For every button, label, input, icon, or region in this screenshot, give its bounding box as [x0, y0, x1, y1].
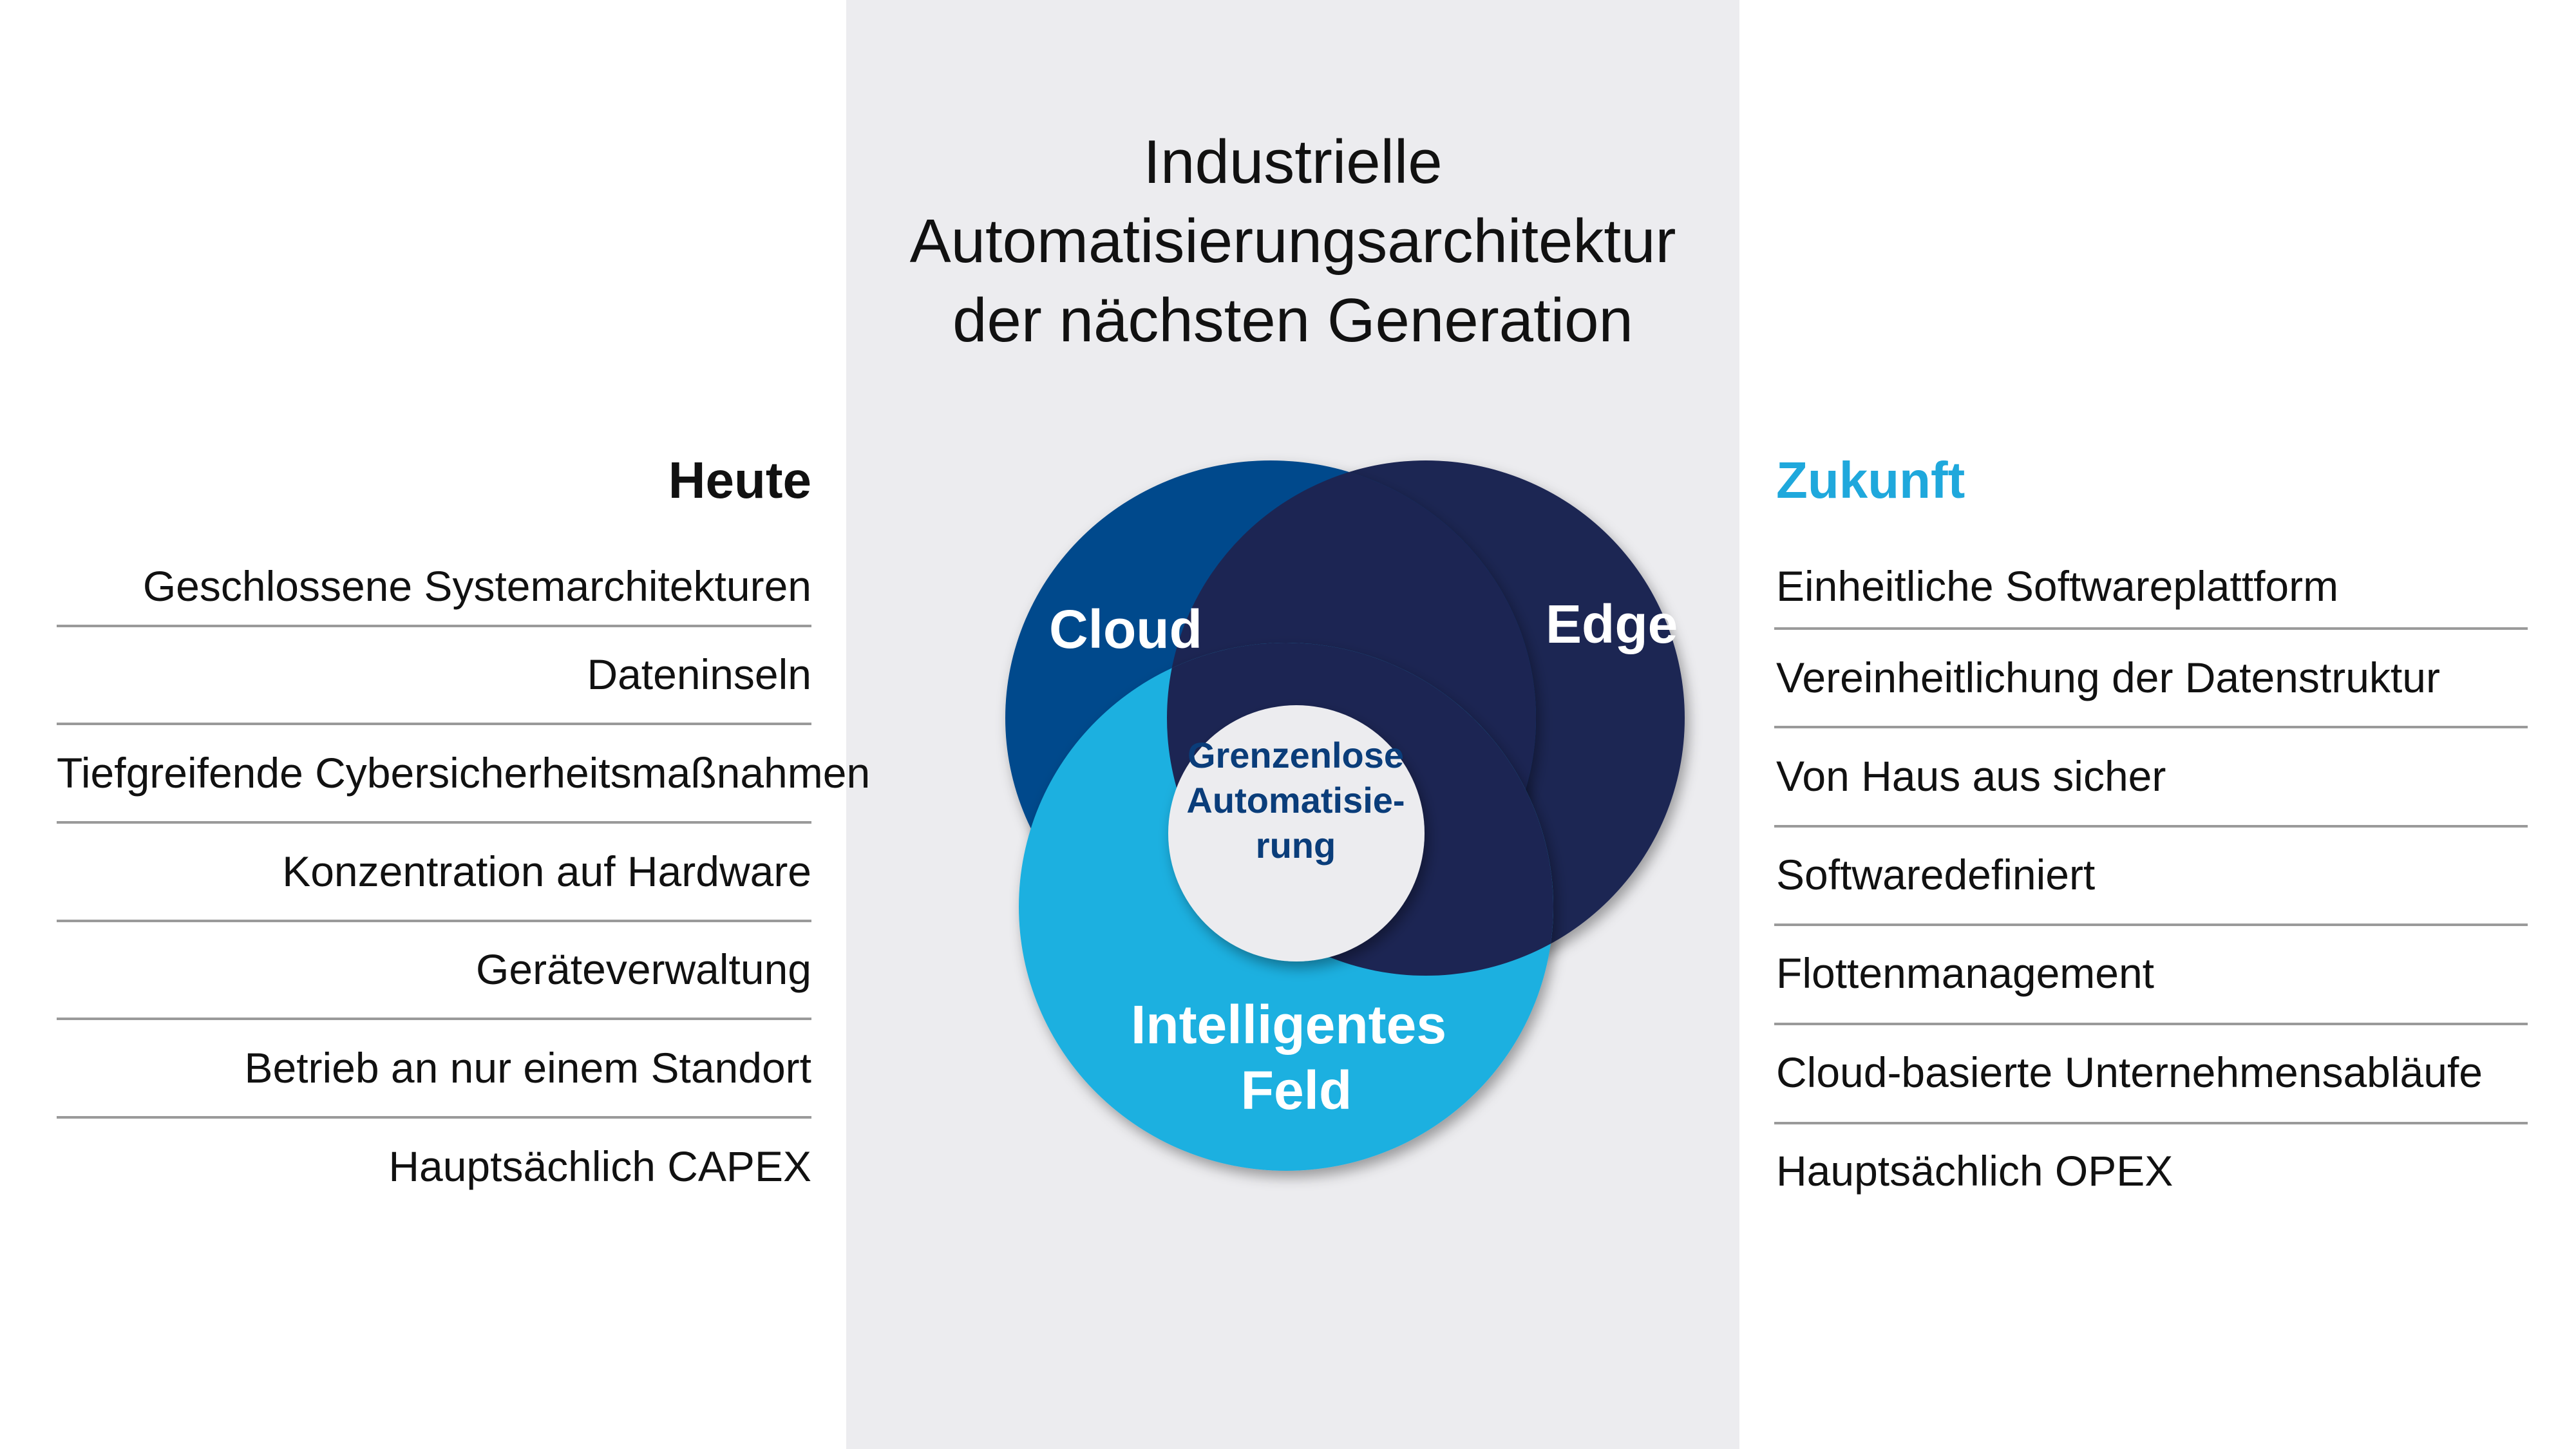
center-label-line: Grenzenlose	[1188, 735, 1404, 775]
center-label-line: Automatisie-	[1186, 780, 1405, 820]
cloud-label: Cloud	[1049, 599, 1202, 659]
future-item: Einheitliche Softwareplattform	[1776, 562, 2339, 610]
future-item: Hauptsächlich OPEX	[1776, 1147, 2174, 1195]
divider	[57, 920, 811, 922]
edge-label: Edge	[1546, 594, 1678, 654]
field-label-line: Intelligentes	[1131, 994, 1446, 1055]
center-circle	[1168, 705, 1425, 961]
divider	[57, 1116, 811, 1119]
today-item: Tiefgreifende Cybersicherheitsmaßnahmen	[57, 749, 871, 797]
future-item: Cloud-basierte Unternehmensabläufe	[1776, 1048, 2483, 1096]
center-label-line: rung	[1256, 825, 1336, 866]
page-title: Industrielle Automatisierungsarchitektur…	[846, 122, 1739, 360]
title-line: Automatisierungsarchitektur	[909, 207, 1676, 276]
today-item: Hauptsächlich CAPEX	[388, 1142, 811, 1190]
title-line: Industrielle	[1143, 128, 1443, 196]
divider	[1774, 825, 2528, 828]
divider	[1774, 923, 2528, 926]
future-header: Zukunft	[1776, 451, 1965, 509]
today-item: Geschlossene Systemarchitekturen	[142, 562, 811, 610]
field-label-line: Feld	[1241, 1060, 1352, 1121]
venn-diagram: Cloud Edge Intelligentes Feld Grenzenlos…	[1005, 460, 1685, 1171]
divider	[1774, 1023, 2528, 1025]
divider	[1774, 726, 2528, 728]
future-item: Von Haus aus sicher	[1776, 752, 2166, 800]
divider	[1774, 1122, 2528, 1124]
today-item: Dateninseln	[587, 650, 811, 698]
today-item: Betrieb an nur einem Standort	[244, 1044, 811, 1092]
divider	[57, 625, 811, 627]
divider	[1774, 627, 2528, 630]
today-header: Heute	[668, 451, 811, 509]
divider	[57, 723, 811, 725]
divider	[57, 1018, 811, 1020]
future-item: Vereinheitlichung der Datenstruktur	[1776, 654, 2440, 701]
future-item: Flottenmanagement	[1776, 949, 2155, 997]
divider	[57, 821, 811, 824]
today-item: Geräteverwaltung	[476, 945, 811, 993]
future-item: Softwaredefiniert	[1776, 851, 2096, 898]
title-line: der nächsten Generation	[952, 286, 1633, 355]
today-item: Konzentration auf Hardware	[282, 848, 811, 895]
